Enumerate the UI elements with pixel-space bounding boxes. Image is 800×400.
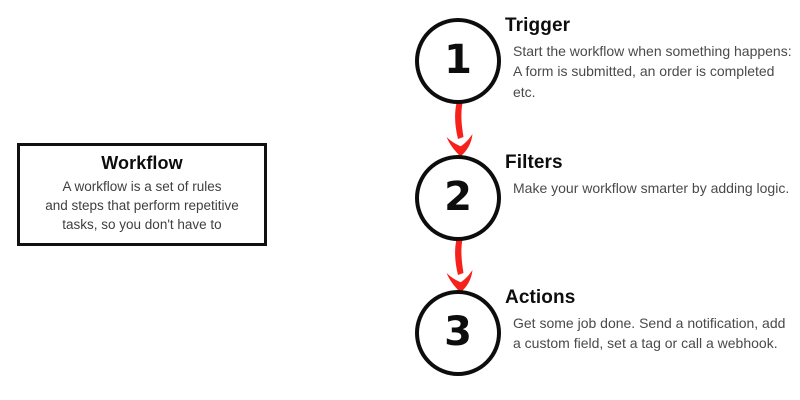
step-number-badge-1: 1 (415, 18, 501, 104)
step-text-block-3: Actions Get some job done. Send a notifi… (505, 286, 797, 354)
arrow-down-icon-2 (432, 239, 488, 301)
step-number-1: 1 (444, 37, 472, 83)
workflow-definition-title: Workflow (101, 153, 183, 173)
step-title-trigger: Trigger (505, 15, 571, 36)
workflow-definition-card: Workflow A workflow is a set of rules an… (17, 143, 267, 246)
step-title-actions: Actions (505, 287, 576, 308)
step-number-2: 2 (444, 174, 472, 220)
workflow-definition-body: A workflow is a set of rules and steps t… (45, 178, 239, 232)
workflow-steps-flow: 1 Trigger Start the workflow when someth… (400, 0, 800, 400)
step-text-block-2: Filters Make your workflow smarter by ad… (505, 151, 797, 198)
step-description-filters: Make your workflow smarter by adding log… (513, 179, 790, 196)
arrow-down-icon-1 (432, 103, 488, 165)
step-number-badge-2: 2 (415, 155, 501, 241)
step-number-badge-3: 3 (415, 290, 501, 376)
step-text-block-1: Trigger Start the workflow when somethin… (505, 14, 797, 102)
step-description-trigger: Start the workflow when something happen… (513, 42, 792, 100)
step-title-filters: Filters (505, 152, 563, 173)
step-description-actions: Get some job done. Send a notification, … (513, 314, 786, 352)
step-number-3: 3 (444, 309, 472, 355)
